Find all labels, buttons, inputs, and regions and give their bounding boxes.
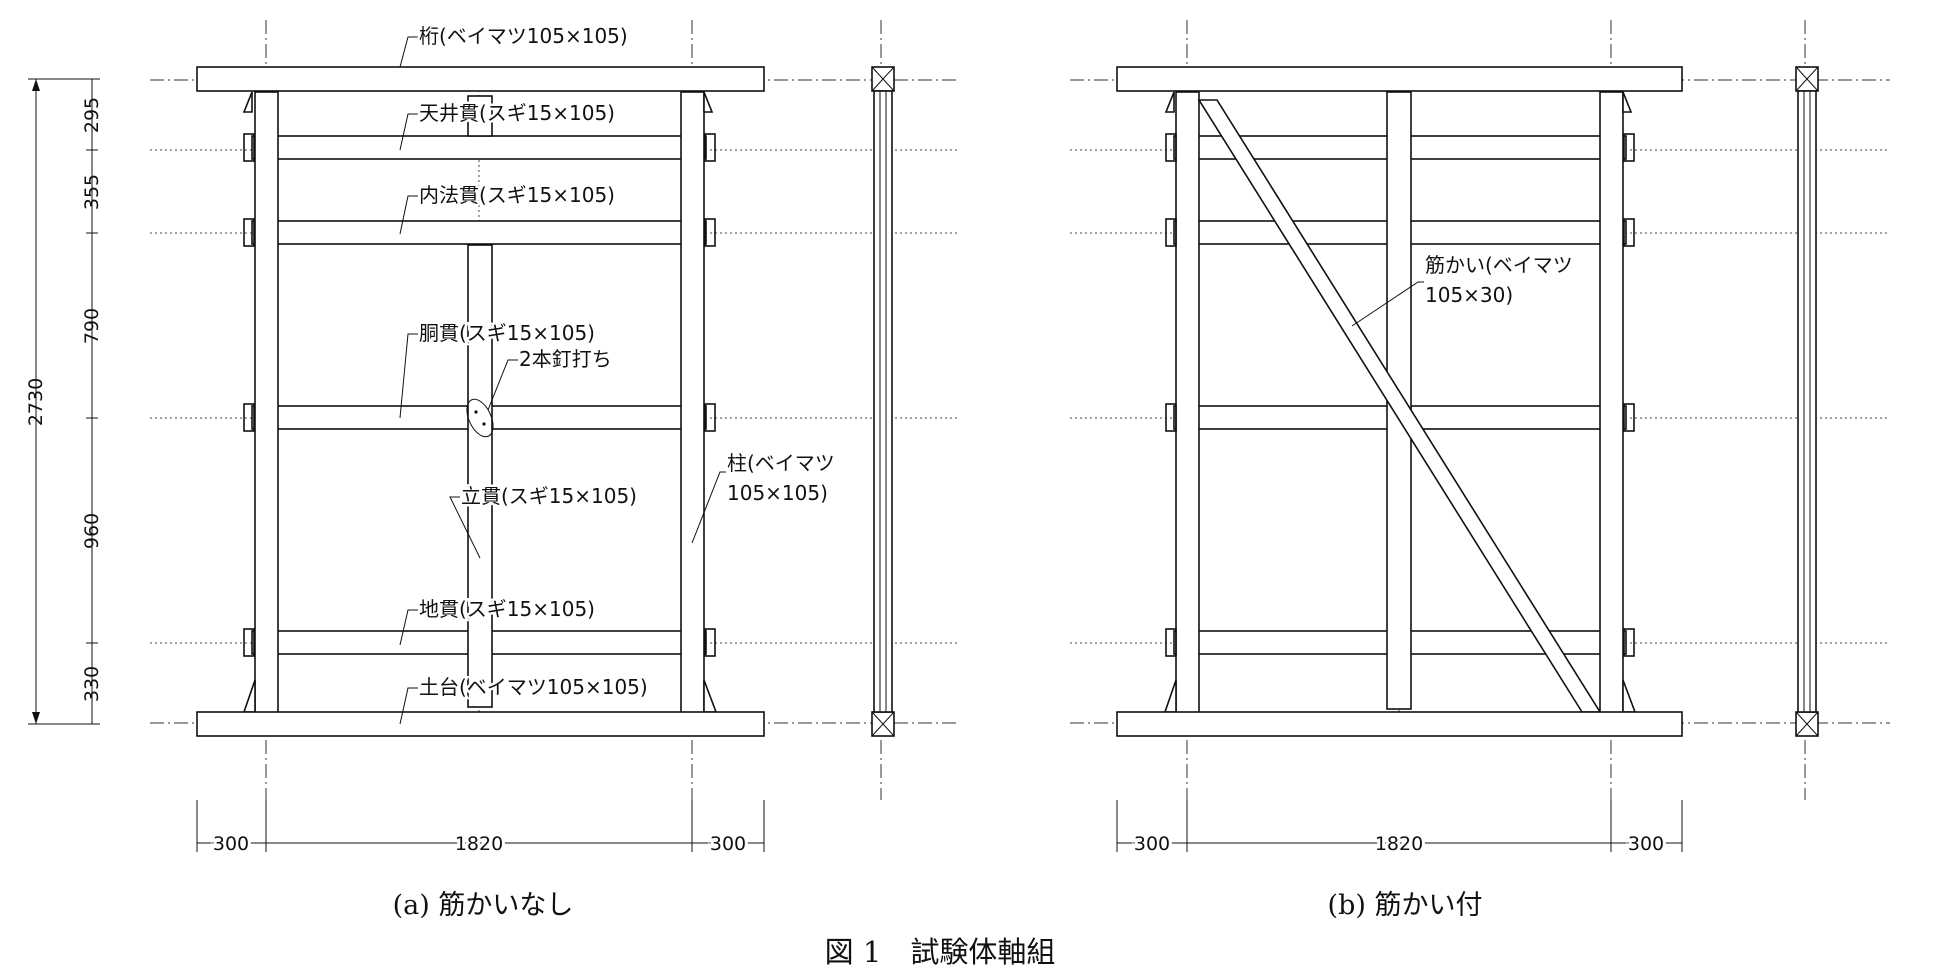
caption-b: (b) 筋かい付: [1328, 890, 1483, 921]
leader-lines: [399, 36, 1424, 725]
label-do-nuki: 胴貫(スギ15×105): [419, 321, 595, 345]
label-nailing: 2本釘打ち: [519, 347, 612, 371]
horizontal-dimensions-b: 300 1820 300: [1116, 800, 1683, 858]
label-sujikai-2: 105×30): [1425, 283, 1513, 307]
dim-h-b0: 300: [1134, 833, 1170, 855]
dim-h-b1: 1820: [1375, 833, 1423, 855]
label-tenjo-nuki: 天井貫(スギ15×105): [419, 101, 615, 125]
dim-v4: 330: [81, 666, 103, 702]
dim-v2: 790: [81, 308, 103, 344]
figure-title: 図 1 試験体軸組: [825, 935, 1056, 968]
dim-v1: 355: [81, 174, 103, 210]
member-labels: 桁(ベイマツ105×105) 天井貫(スギ15×105) 内法貫(スギ15×10…: [417, 22, 1576, 702]
dim-h-a2: 300: [710, 833, 746, 855]
dim-v3: 960: [81, 513, 103, 549]
label-hashira-1: 柱(ベイマツ: [727, 451, 835, 475]
label-uchinori-nuki: 内法貫(スギ15×105): [419, 183, 615, 207]
dim-h-b2: 300: [1628, 833, 1664, 855]
frame-b: [1116, 66, 1683, 737]
vertical-dimensions: 2730 295 355 790 960 330: [25, 78, 103, 725]
horizontal-dimensions-a: 300 1820 300: [196, 800, 765, 858]
side-view-b: [1795, 66, 1819, 737]
frame-a: [196, 66, 765, 737]
label-sujikai-1: 筋かい(ベイマツ: [1425, 253, 1573, 277]
label-tate-nuki: 立貫(スギ15×105): [461, 484, 637, 508]
dim-total: 2730: [25, 378, 47, 426]
dim-h-a0: 300: [213, 833, 249, 855]
label-ji-nuki: 地貫(スギ15×105): [419, 597, 595, 621]
label-keta: 桁(ベイマツ105×105): [419, 24, 628, 48]
label-hashira-2: 105×105): [727, 481, 828, 505]
side-view-a: [871, 66, 895, 737]
dim-v0: 295: [81, 97, 103, 133]
captions: (a) 筋かいなし (b) 筋かい付 図 1 試験体軸組: [393, 890, 1483, 969]
dim-h-a1: 1820: [455, 833, 503, 855]
caption-a: (a) 筋かいなし: [393, 890, 574, 921]
label-dodai: 土台(ベイマツ105×105): [419, 675, 648, 699]
